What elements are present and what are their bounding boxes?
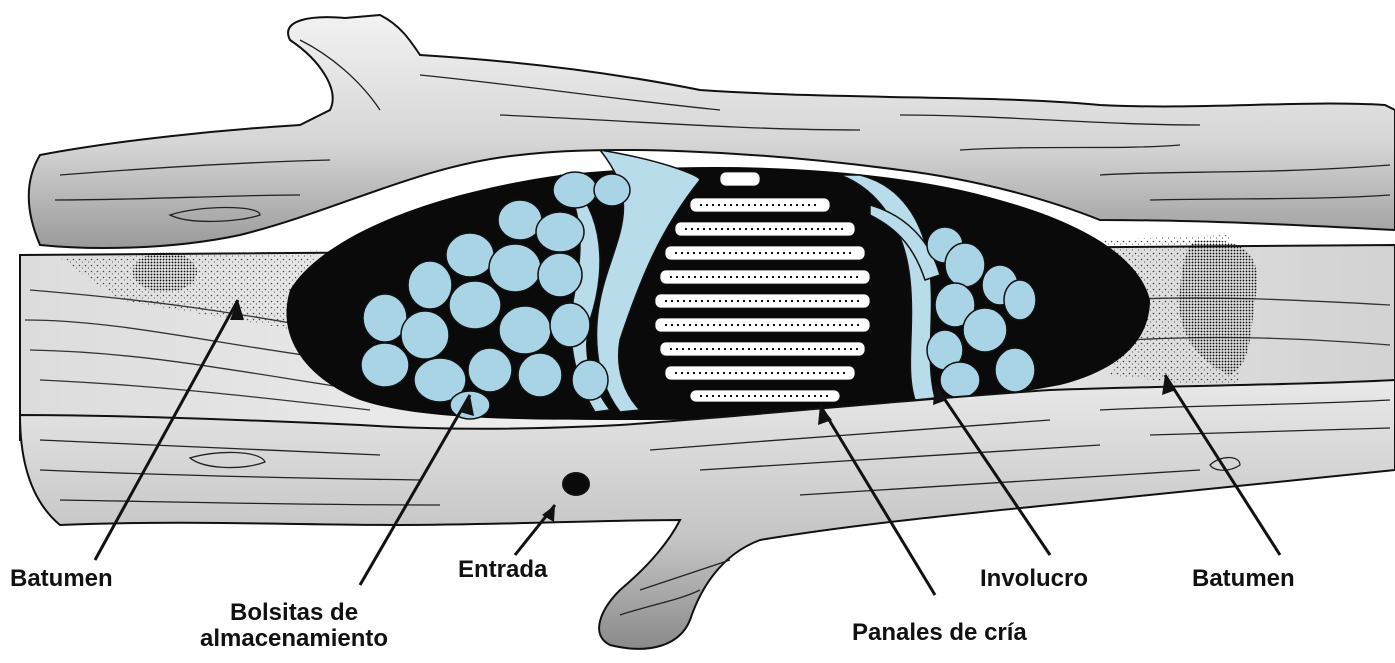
label-entrada: Entrada xyxy=(458,557,547,583)
label-bolsitas-line1: Bolsitas de xyxy=(200,600,388,626)
label-involucro: Involucro xyxy=(980,566,1088,592)
label-batumen-right: Batumen xyxy=(1192,566,1295,592)
label-panales: Panales de cría xyxy=(852,620,1027,646)
label-batumen-left: Batumen xyxy=(10,566,113,592)
batumen-left-dark xyxy=(133,252,197,292)
entrance-hole xyxy=(563,473,589,495)
label-bolsitas-line2: almacenamiento xyxy=(200,626,388,652)
label-bolsitas: Bolsitas de almacenamiento xyxy=(200,600,388,652)
